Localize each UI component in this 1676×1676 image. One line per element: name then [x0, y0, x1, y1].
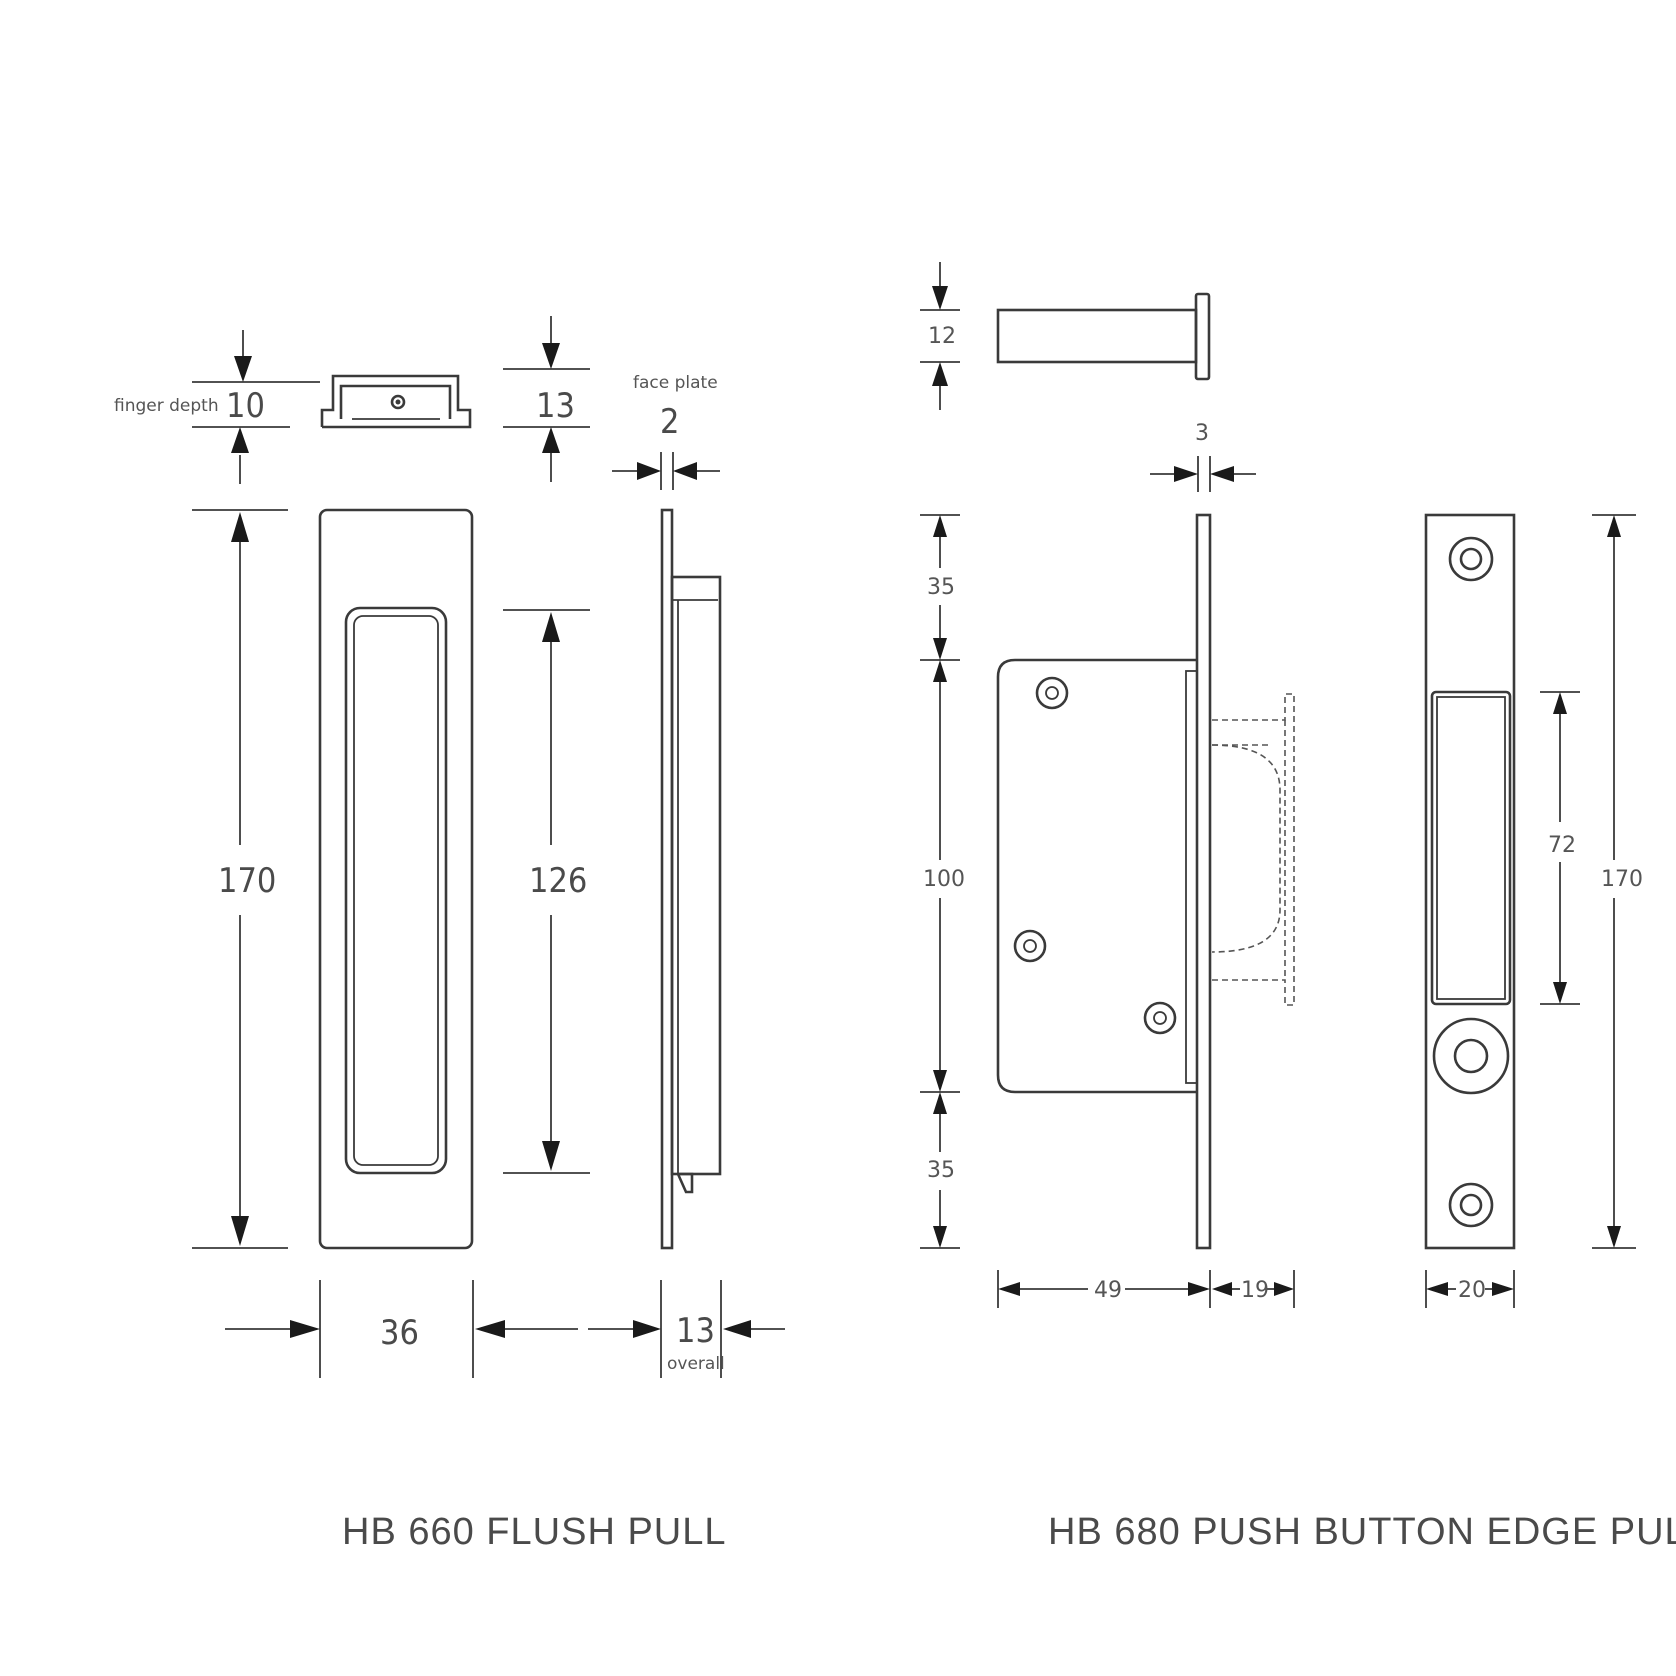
width-value: 36: [380, 1313, 419, 1353]
flush-pull-title: HB 660 FLUSH PULL: [342, 1511, 727, 1553]
depth-overall-dimension: 13 overall: [588, 1280, 785, 1378]
recess-126-dimension: 126: [503, 609, 590, 1174]
face-plate-dimension: face plate 2: [612, 373, 720, 490]
finger-depth-value: 10: [226, 386, 265, 426]
slot-height-value: 72: [1548, 833, 1576, 858]
edge-pull-face-plate: [1424, 513, 1516, 1250]
edge-pull-horizontal-dimensions: 49 19: [997, 1270, 1295, 1308]
body-height-value: 100: [923, 867, 965, 892]
body-depth-value: 49: [1094, 1278, 1122, 1303]
button-12-dimension: 12: [920, 262, 960, 410]
finger-depth-dimension: finger depth 10: [114, 330, 320, 484]
top-depth-dimension: 13: [503, 316, 590, 482]
height-overall-value: 170: [218, 861, 276, 901]
edge-pull-title: HB 680 PUSH BUTTON EDGE PULL: [1048, 1511, 1676, 1553]
flush-pull-front-view: [318, 508, 474, 1250]
edge-pull-side-view: [996, 513, 1295, 1250]
edge-pull-drawing: 12 3: [920, 262, 1676, 1553]
flush-pull-drawing: finger depth 10 13 face plate 2: [114, 316, 785, 1553]
plate-20-dimension: 20: [1425, 1270, 1515, 1308]
slot-72-dimension: 72: [1540, 691, 1580, 1005]
overall-label: overall: [667, 1354, 725, 1374]
button-dia-value: 12: [928, 324, 956, 349]
top-depth-value: 13: [536, 386, 575, 426]
finger-depth-label: finger depth: [114, 396, 219, 416]
bottom-offset-value: 35: [927, 1158, 955, 1183]
depth-overall-value: 13: [676, 1311, 715, 1351]
top-offset-value: 35: [927, 575, 955, 600]
plate-3-dimension: 3: [1150, 421, 1256, 492]
plate-170-dimension: 170: [1592, 514, 1643, 1249]
flush-pull-top-section: [320, 374, 472, 429]
edge-pull-vertical-dimensions: 35 100 35: [920, 514, 965, 1249]
projection-value: 19: [1241, 1278, 1269, 1303]
recess-height-value: 126: [529, 861, 587, 901]
push-button-view: [996, 292, 1211, 381]
face-plate-label: face plate: [633, 373, 718, 393]
plate-height-value: 170: [1601, 867, 1643, 892]
plate-width-value: 20: [1458, 1278, 1486, 1303]
height-170-dimension: 170: [192, 509, 288, 1249]
face-plate-value: 2: [660, 402, 679, 442]
plate-thickness-value: 3: [1195, 421, 1209, 446]
width-36-dimension: 36: [225, 1280, 578, 1378]
flush-pull-side-view: [660, 508, 722, 1250]
